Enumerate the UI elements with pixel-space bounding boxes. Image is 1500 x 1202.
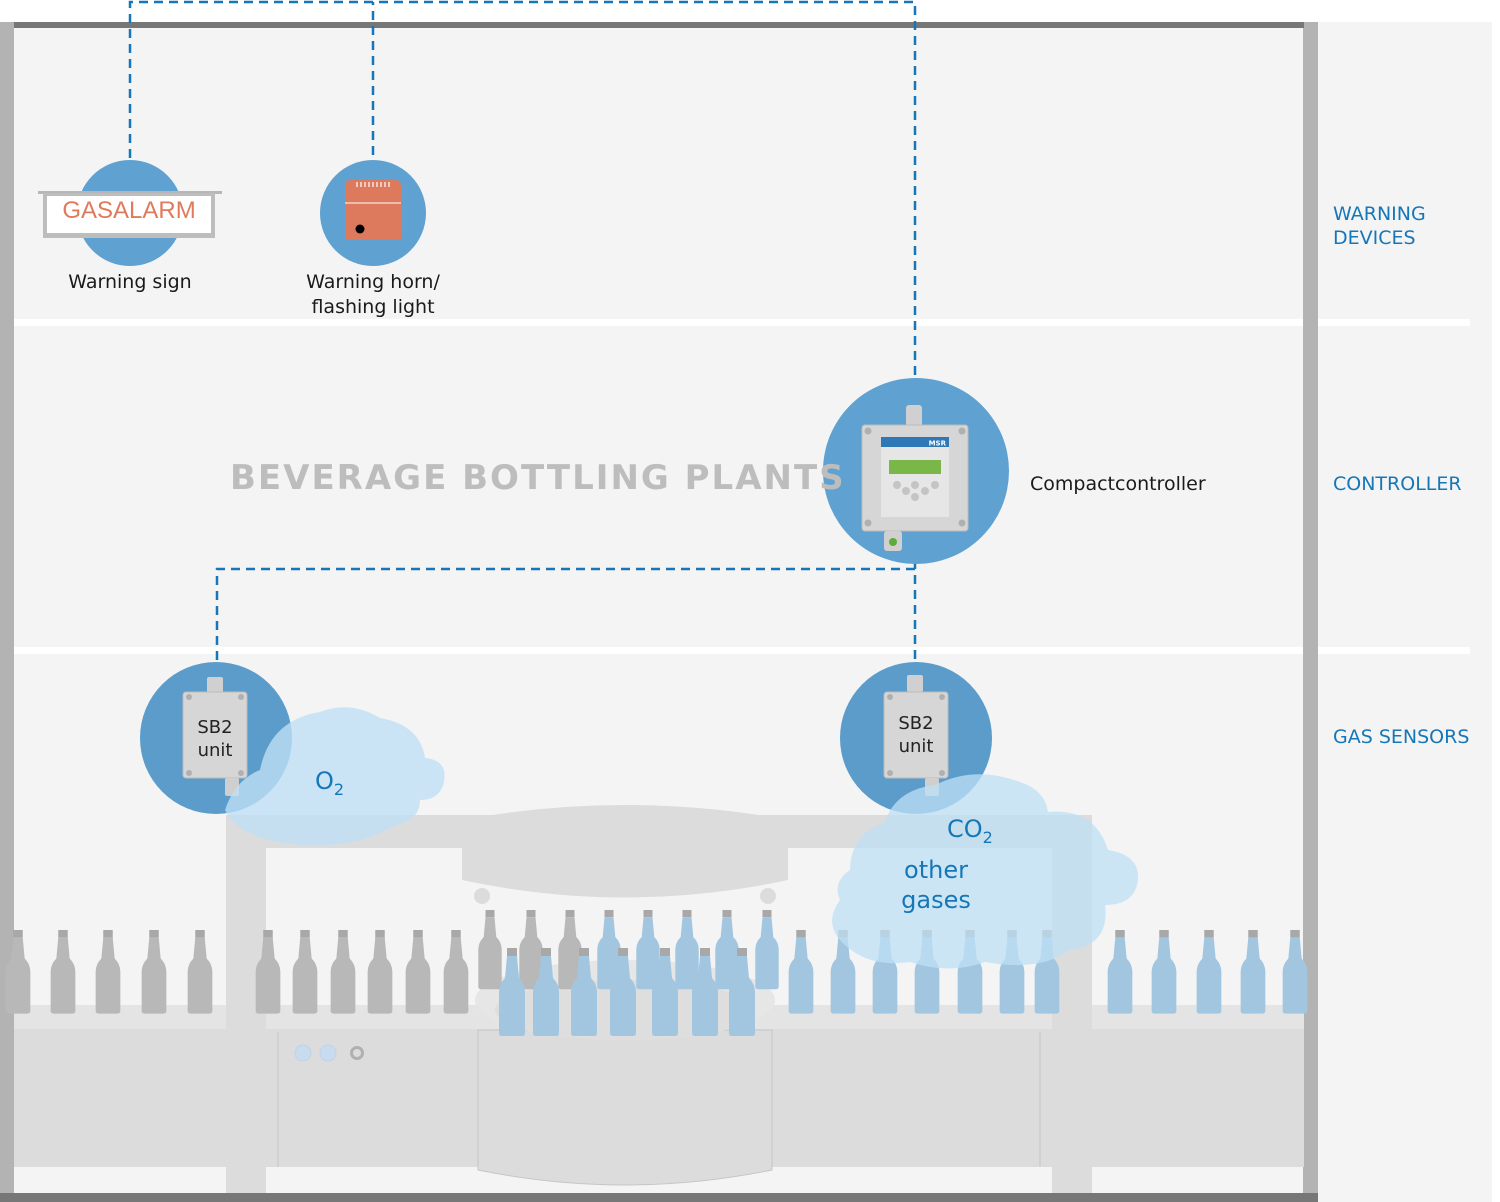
label-line: unit <box>197 740 233 761</box>
compactcontroller-device: MSR <box>823 378 1009 564</box>
gas-label-other: other gases <box>896 855 976 915</box>
warning-sign-caption: Warning sign <box>68 271 192 293</box>
floor <box>0 1193 1318 1202</box>
gas-label-o2: O2 <box>315 766 344 805</box>
caption-line: flashing light <box>311 296 435 318</box>
sb2-unit-right <box>883 691 949 779</box>
gas-formula: O <box>315 767 334 795</box>
warning-sign-device <box>38 160 222 266</box>
warning-horn-device <box>320 160 426 266</box>
sb2-unit-left <box>182 691 248 779</box>
controller-caption: Compactcontroller <box>1030 473 1206 495</box>
gasalarm-text: GASALARM <box>62 197 196 224</box>
sensor-left-label: SB2 unit <box>183 716 247 762</box>
warning-horn-caption: Warning horn/ flashing light <box>283 270 463 320</box>
gas-label-co2: CO2 <box>947 814 993 853</box>
wall-right <box>1303 22 1318 1202</box>
co2-cloud <box>832 774 1139 969</box>
ceiling <box>14 22 1304 28</box>
side-panel <box>1318 22 1492 1202</box>
sensor-right-label: SB2 unit <box>884 712 948 758</box>
gas-subscript: 2 <box>333 779 345 799</box>
label-line: WARNING <box>1333 203 1426 225</box>
connection-lines <box>128 0 917 680</box>
horn-icon <box>345 180 401 239</box>
caption-line: Warning horn/ <box>306 271 440 293</box>
line-sensor-left <box>215 567 915 680</box>
controller-brand: MSR <box>929 440 947 448</box>
section-label-gas-sensors: GAS SENSORS <box>1333 725 1469 749</box>
controller-display <box>889 460 941 474</box>
label-line: SB2 <box>898 713 934 734</box>
status-led <box>889 538 897 546</box>
gas-subscript: 2 <box>982 827 993 847</box>
label-line: other <box>904 856 968 884</box>
divider-bottom <box>14 647 1470 654</box>
label-line: unit <box>898 736 934 757</box>
plant-title: BEVERAGE BOTTLING PLANTS <box>230 458 846 498</box>
label-line: CONTROLLER <box>1333 473 1462 495</box>
gasalarm-sign <box>47 196 211 233</box>
label-line: DEVICES <box>1333 227 1416 249</box>
label-line: GAS SENSORS <box>1333 726 1470 748</box>
section-label-warning-devices: WARNING DEVICES <box>1333 202 1426 250</box>
wall-left <box>0 22 14 1202</box>
divider-top <box>14 319 1470 326</box>
o2-cloud <box>225 707 445 846</box>
label-line: SB2 <box>197 717 233 738</box>
label-line: gases <box>901 886 971 914</box>
section-label-controller: CONTROLLER <box>1333 472 1462 496</box>
line-warning-sign <box>128 0 917 405</box>
gas-formula: CO <box>947 815 983 843</box>
sensor-right-device <box>840 662 992 814</box>
